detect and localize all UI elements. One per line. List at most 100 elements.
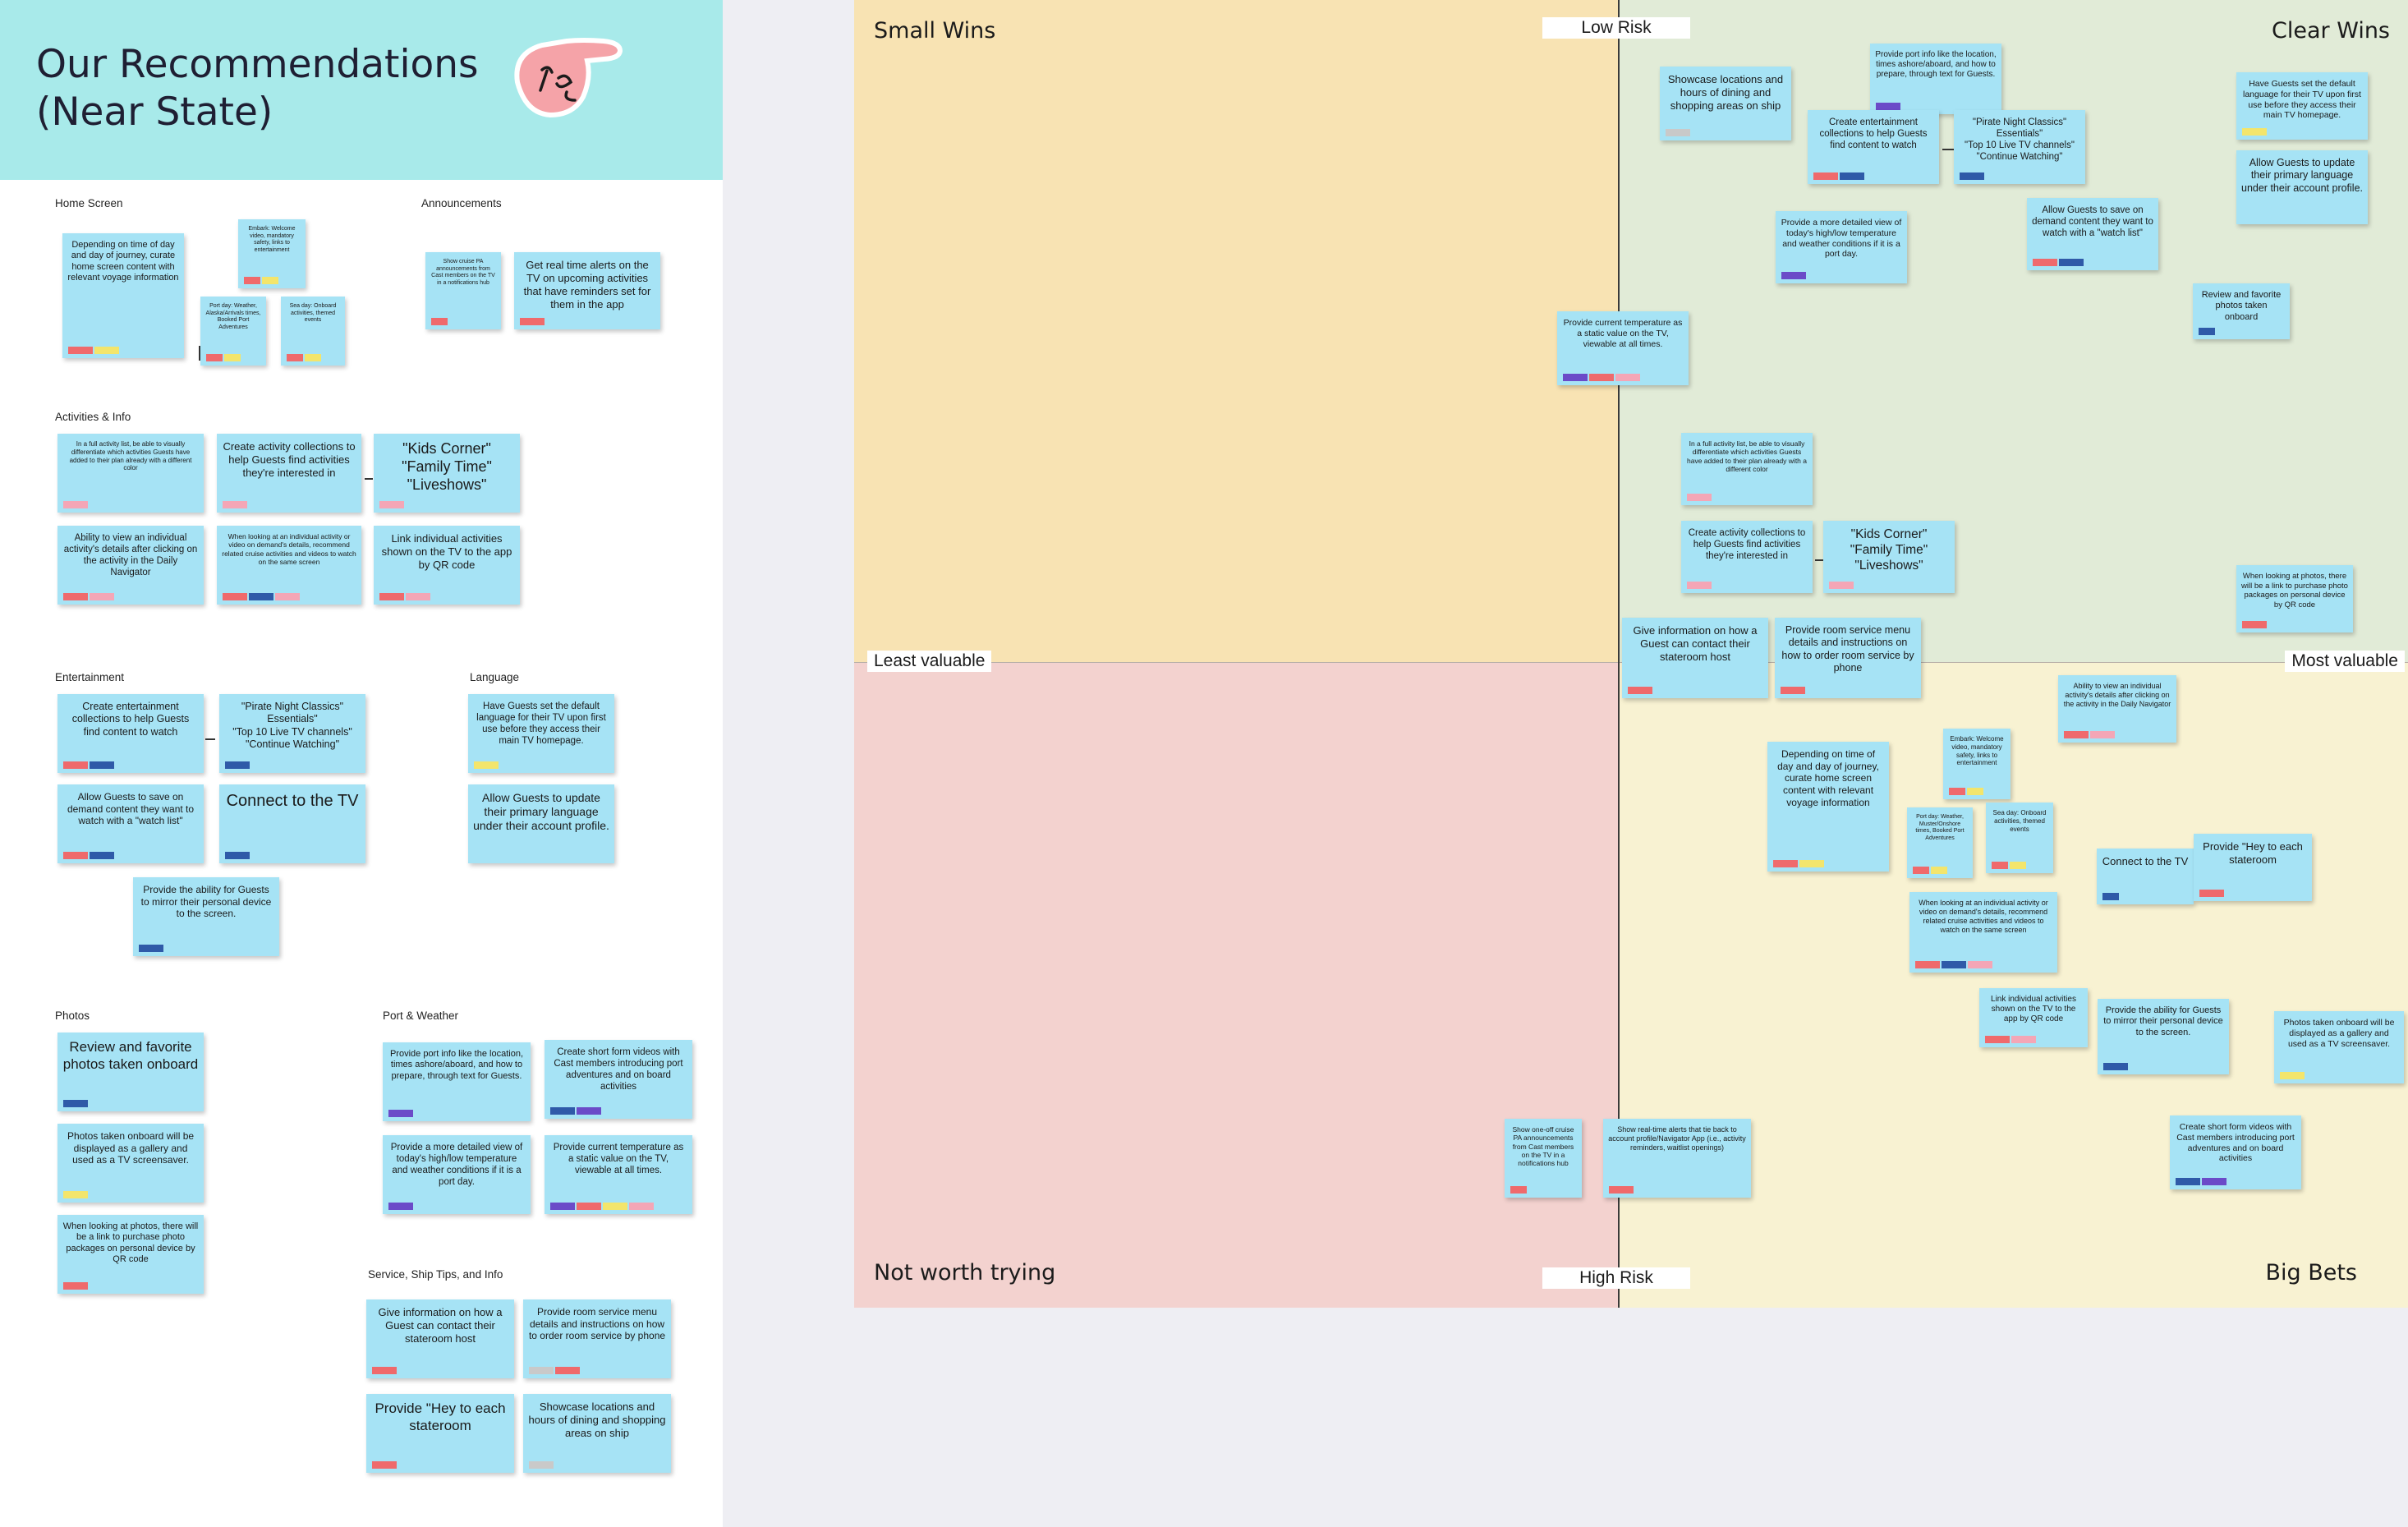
tag-blue <box>225 761 250 769</box>
sticky-note-text: Create short form videos with Cast membe… <box>554 1047 683 1092</box>
quadrant-big-bets <box>1618 662 2408 1308</box>
note-tags <box>379 593 430 600</box>
sticky-note[interactable]: Link individual activities shown on the … <box>374 526 520 605</box>
tag-blue <box>90 761 114 769</box>
tag-pink <box>1687 582 1712 589</box>
sticky-note[interactable]: Create activity collections to help Gues… <box>217 434 361 513</box>
sticky-note[interactable]: Create entertainment collections to help… <box>1808 110 1939 184</box>
sticky-note[interactable]: Provide current temperature as a static … <box>545 1135 692 1214</box>
sticky-note[interactable]: Provide room service menu details and in… <box>1775 618 1921 698</box>
note-tags <box>1913 867 1947 874</box>
sticky-note-text: Provide the ability for Guests to mirror… <box>140 884 272 920</box>
quadrant-label-small-wins: Small Wins <box>874 18 996 44</box>
sticky-note[interactable]: Get real time alerts on the TV on upcomi… <box>514 252 660 329</box>
tag-pink <box>2090 731 2115 738</box>
sticky-note[interactable]: Port day: Weather, Alaska/Arrivals times… <box>200 297 266 366</box>
tag-red <box>2199 890 2224 897</box>
sticky-note[interactable]: Sea day: Onboard activities, themed even… <box>281 297 345 366</box>
tag-red <box>1813 172 1838 180</box>
note-tags <box>287 354 321 361</box>
tag-yellow <box>474 761 499 769</box>
tag-red <box>1773 860 1798 867</box>
sticky-note-text: Provide a more detailed view of today's … <box>1781 218 1902 260</box>
sticky-note[interactable]: Create activity collections to help Gues… <box>1681 521 1813 593</box>
sticky-note[interactable]: Give information on how a Guest can cont… <box>366 1299 514 1378</box>
sticky-note[interactable]: "Kids Corner" "Family Time" "Liveshows" <box>374 434 520 513</box>
sticky-note[interactable]: Showcase locations and hours of dining a… <box>1660 67 1791 140</box>
sticky-note[interactable]: Photos taken onboard will be displayed a… <box>57 1124 204 1203</box>
sticky-note[interactable]: When looking at an individual activity o… <box>217 526 361 605</box>
sticky-note[interactable]: Allow Guests to save on demand content t… <box>57 784 204 863</box>
sticky-note[interactable]: Port day: Weather, Muster/Onshore times,… <box>1907 807 1973 878</box>
sticky-note-text: Allow Guests to save on demand content t… <box>67 791 195 827</box>
sticky-note[interactable]: Give information on how a Guest can cont… <box>1622 618 1768 698</box>
sticky-note[interactable]: Show real-time alerts that tie back to a… <box>1603 1119 1751 1198</box>
sticky-note-text: Provide the ability for Guests to mirror… <box>2103 1005 2223 1037</box>
tag-pink <box>63 501 88 508</box>
tag-blue <box>2176 1178 2200 1185</box>
sticky-note[interactable]: Embark: Welcome video, mandatory safety,… <box>1943 729 2010 799</box>
tag-red <box>2064 731 2089 738</box>
sticky-note[interactable]: In a full activity list, be able to visu… <box>57 434 204 513</box>
sticky-note[interactable]: When looking at photos, there will be a … <box>57 1215 204 1294</box>
sticky-note[interactable]: Depending on time of day and day of jour… <box>1767 742 1889 872</box>
sticky-note[interactable]: Ability to view an individual activity's… <box>2058 675 2176 743</box>
sticky-note[interactable]: Provide room service menu details and in… <box>523 1299 671 1378</box>
sticky-note[interactable]: Ability to view an individual activity's… <box>57 526 204 605</box>
tag-pink <box>629 1203 654 1210</box>
sticky-note[interactable]: Provide "Hey to each stateroom <box>2194 834 2312 901</box>
note-tags <box>1687 494 1712 501</box>
sticky-note[interactable]: Have Guests set the default language for… <box>2236 72 2368 140</box>
tag-pink <box>90 593 114 600</box>
sticky-note[interactable]: Have Guests set the default language for… <box>468 694 614 773</box>
sticky-note[interactable]: Allow Guests to update their primary lan… <box>2236 150 2368 224</box>
sticky-note[interactable]: Connect to the TV <box>2097 849 2194 904</box>
connector-line <box>199 346 200 361</box>
sticky-note[interactable]: "Kids Corner" "Family Time" "Liveshows" <box>1823 521 1955 593</box>
sticky-note[interactable]: "Pirate Night Classics" Essentials" "Top… <box>219 694 365 773</box>
sticky-note[interactable]: Review and favorite photos taken onboard <box>2193 283 2290 339</box>
sticky-note[interactable]: Review and favorite photos taken onboard <box>57 1033 204 1111</box>
sticky-note[interactable]: Provide current temperature as a static … <box>1557 311 1689 385</box>
sticky-note[interactable]: When looking at an individual activity o… <box>1909 892 2057 973</box>
sticky-note[interactable]: Link individual activities shown on the … <box>1979 988 2088 1047</box>
sticky-note[interactable]: Provide the ability for Guests to mirror… <box>2098 999 2229 1074</box>
sticky-note[interactable]: Create short form videos with Cast membe… <box>545 1040 692 1119</box>
sticky-note[interactable]: Showcase locations and hours of dining a… <box>523 1394 671 1473</box>
note-tags <box>1813 172 1864 180</box>
note-tags <box>1829 582 1854 589</box>
sticky-note[interactable]: Provide the ability for Guests to mirror… <box>133 877 279 956</box>
sticky-note[interactable]: "Pirate Night Classics" Essentials" "Top… <box>1954 110 2085 184</box>
note-tags <box>2176 1178 2226 1185</box>
note-tags <box>1876 103 1900 110</box>
sticky-note[interactable]: Provide "Hey to each stateroom <box>366 1394 514 1473</box>
sticky-note-text: Provide current temperature as a static … <box>1563 318 1683 349</box>
sticky-note-text: Get real time alerts on the TV on upcomi… <box>523 259 651 310</box>
tag-red <box>68 347 93 354</box>
sticky-note[interactable]: In a full activity list, be able to visu… <box>1681 433 1813 505</box>
sticky-note[interactable]: Create short form videos with Cast membe… <box>2170 1115 2301 1189</box>
tag-red <box>2033 259 2057 266</box>
sticky-note[interactable]: When looking at photos, there will be a … <box>2236 565 2353 632</box>
note-tags <box>1781 687 1805 694</box>
sticky-note-text: Create activity collections to help Gues… <box>223 440 356 479</box>
sticky-note[interactable]: Connect to the TV <box>219 784 365 863</box>
sticky-note[interactable]: Show one-off cruise PA announcements fro… <box>1505 1119 1582 1198</box>
tag-pink <box>1829 582 1854 589</box>
note-tags <box>1510 1186 1527 1194</box>
sticky-note[interactable]: Provide a more detailed view of today's … <box>383 1135 531 1214</box>
sticky-note[interactable]: Embark: Welcome video, mandatory safety,… <box>238 219 306 288</box>
sticky-note[interactable]: Allow Guests to update their primary lan… <box>468 784 614 863</box>
sticky-note[interactable]: Depending on time of day and day of jour… <box>62 233 184 358</box>
sticky-note-text: Connect to the TV <box>2102 855 2189 867</box>
tag-red <box>1985 1036 2010 1043</box>
sticky-note[interactable]: Create entertainment collections to help… <box>57 694 204 773</box>
sticky-note[interactable]: Provide a more detailed view of today's … <box>1776 211 1907 283</box>
sticky-note[interactable]: Provide port info like the location, tim… <box>1870 44 2001 114</box>
sticky-note[interactable]: Photos taken onboard will be displayed a… <box>2274 1011 2404 1083</box>
sticky-note-text: Review and favorite photos taken onboard <box>62 1039 199 1072</box>
sticky-note[interactable]: Provide port info like the location, tim… <box>383 1042 531 1121</box>
sticky-note[interactable]: Show cruise PA announcements from Cast m… <box>425 252 501 329</box>
sticky-note[interactable]: Sea day: Onboard activities, themed even… <box>1986 803 2053 873</box>
sticky-note[interactable]: Allow Guests to save on demand content t… <box>2027 198 2158 270</box>
